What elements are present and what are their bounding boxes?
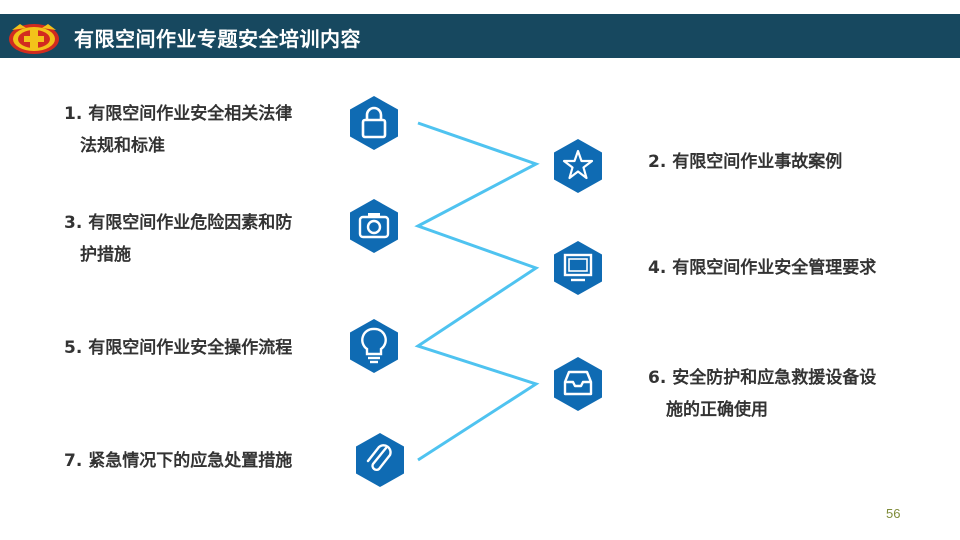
- camera-icon: [350, 199, 398, 253]
- list-item: 6. 安全防护和应急救援设备设 施的正确使用: [648, 362, 876, 426]
- list-item: 3. 有限空间作业危险因素和防 护措施: [64, 207, 292, 271]
- page-number: 56: [886, 506, 901, 521]
- item-3-line2: 护措施: [80, 245, 131, 265]
- lock-icon: [350, 96, 398, 150]
- star-icon: [554, 139, 602, 193]
- list-item: 7. 紧急情况下的应急处置措施: [64, 445, 292, 477]
- item-6-line1: 6. 安全防护和应急救援设备设: [648, 368, 877, 388]
- item-4-line1: 4. 有限空间作业安全管理要求: [648, 258, 877, 278]
- item-1-line2: 法规和标准: [80, 136, 165, 156]
- item-1-line1: 1. 有限空间作业安全相关法律: [64, 104, 293, 124]
- page-title: 有限空间作业专题安全培训内容: [74, 27, 361, 51]
- lightbulb-icon: [350, 319, 398, 373]
- title-bar: 有限空间作业专题安全培训内容: [0, 14, 960, 58]
- item-6-line2: 施的正确使用: [666, 400, 768, 420]
- item-3-line1: 3. 有限空间作业危险因素和防: [64, 213, 293, 233]
- item-7-line1: 7. 紧急情况下的应急处置措施: [64, 451, 293, 471]
- list-item: 1. 有限空间作业安全相关法律 法规和标准: [64, 98, 292, 162]
- inbox-tray-icon: [554, 357, 602, 411]
- emblem-icon: [9, 24, 59, 54]
- paperclip-icon: [356, 433, 404, 487]
- item-5-line1: 5. 有限空间作业安全操作流程: [64, 338, 293, 358]
- item-2-line1: 2. 有限空间作业事故案例: [648, 152, 843, 172]
- monitor-icon: [554, 241, 602, 295]
- list-item: 2. 有限空间作业事故案例: [648, 146, 842, 178]
- list-item: 4. 有限空间作业安全管理要求: [648, 252, 876, 284]
- list-item: 5. 有限空间作业安全操作流程: [64, 332, 292, 364]
